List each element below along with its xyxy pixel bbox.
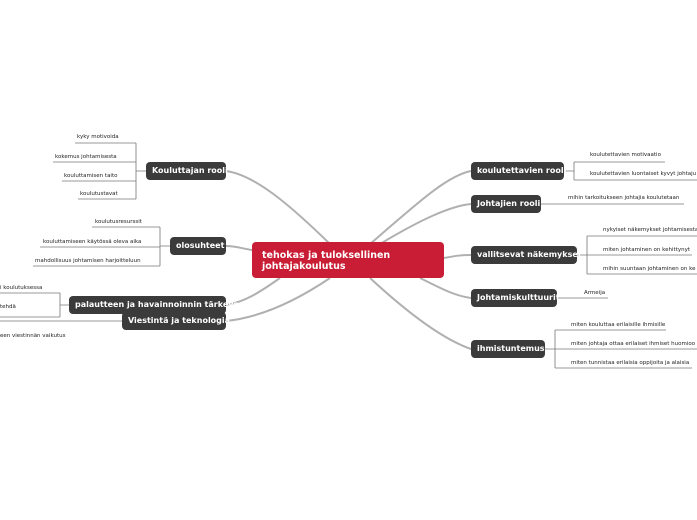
topic-label: Viestintä ja teknologia: [128, 316, 231, 325]
topic-johtamiskulttuurit[interactable]: Johtamiskulttuurit: [471, 289, 560, 307]
link-olosuhteet: [225, 245, 253, 251]
link-vallitsevat: [443, 254, 472, 259]
link-palautteen: [225, 277, 281, 306]
topic-vallitsevat-nakemykset[interactable]: vallitsevat näkemykset: [471, 246, 582, 264]
subtopic-tarkoitus[interactable]: mihin tarkoitukseen johtajia koulutetaan: [568, 195, 680, 201]
link-johtajien-rooli: [379, 203, 472, 245]
subtopic-armeija[interactable]: Armeija: [584, 290, 606, 296]
subtopic-suuntaan[interactable]: mihin suuntaan johtaminen on ke: [603, 266, 696, 272]
topic-label: olosuhteet: [176, 241, 225, 250]
topic-johtajien-rooli[interactable]: Johtajien rooli: [471, 195, 541, 213]
link-koulutettavien-rooli: [369, 170, 472, 245]
subtopic-tehda[interactable]: tehdä: [0, 304, 16, 310]
subtopic-kouluttamisen-taito[interactable]: kouluttamisen taito: [64, 173, 118, 179]
subtopic-koulutusresurssit[interactable]: koulutusresurssit: [95, 219, 142, 225]
link-kouluttajan-rooli: [225, 170, 331, 245]
subtopic-kokemus-johtamisesta[interactable]: kokemus johtamisesta: [55, 154, 117, 160]
topic-palautteen-tarkeys[interactable]: palautteen ja havainnoinnin tärkeys: [69, 296, 238, 314]
subtopic-kehittynyt[interactable]: miten johtaminen on kehittynyt: [603, 247, 691, 253]
link-johtamiskulttuurit: [419, 277, 472, 299]
topic-koulutettavien-rooli[interactable]: koulutettavien rooli: [471, 162, 567, 180]
topic-viestinta-teknologia[interactable]: Viestintä ja teknologia: [122, 312, 230, 330]
link-ihmistuntemus: [369, 277, 472, 350]
topic-kouluttajan-rooli[interactable]: Kouluttajan rooli: [146, 162, 228, 180]
subtopic-luontaiset-kyvyt[interactable]: koulutettavien luontaiset kyvyt johtaju: [590, 171, 697, 177]
topic-olosuhteet[interactable]: olosuhteet: [170, 237, 226, 255]
subtopic-viestinnan-vaikutus[interactable]: een viestinnän vaikutus: [0, 333, 66, 339]
topic-label: Kouluttajan rooli: [152, 166, 228, 175]
topic-label: vallitsevat näkemykset: [477, 250, 582, 259]
topic-ihmistuntemus[interactable]: ihmistuntemus: [471, 340, 545, 358]
topic-label: Johtamiskulttuurit: [477, 293, 560, 302]
subtopic-koulutuksessa[interactable]: i koulutuksessa: [0, 285, 43, 291]
topic-label: Johtajien rooli: [477, 199, 541, 208]
subtopic-tunnistaa-oppijoita[interactable]: miten tunnistaa erilaisia oppijoita ja a…: [571, 360, 690, 366]
subtopic-kouluttamiseen-aika[interactable]: kouluttamiseen käytössä oleva aika: [43, 239, 142, 245]
topic-label: ihmistuntemus: [477, 344, 545, 353]
subtopic-nykyiset-nakemykset[interactable]: nykyiset näkemykset johtamisesta: [603, 227, 697, 233]
central-topic[interactable]: tehokas ja tuloksellinen johtajakoulutus: [252, 242, 444, 278]
topic-label: koulutettavien rooli: [477, 166, 567, 175]
subtopic-kouluttaa-erilaisille[interactable]: miten kouluttaa erilaisille ihmisille: [571, 322, 666, 328]
subtopic-ottaa-huomioon[interactable]: miten johtaja ottaa erilaiset ihmiset hu…: [571, 341, 696, 347]
subtopic-koulutettavien-motivaatio[interactable]: koulutettavien motivaatio: [590, 152, 661, 158]
topic-label: palautteen ja havainnoinnin tärkeys: [75, 300, 239, 309]
subtopic-johtamisen-harjoittelu[interactable]: mahdollisuus johtamisen harjoitteluun: [35, 258, 141, 264]
subtopic-kyky-motivoida[interactable]: kyky motivoida: [77, 134, 119, 140]
central-topic-label: tehokas ja tuloksellinen johtajakoulutus: [262, 250, 391, 272]
link-viestinta: [225, 277, 331, 322]
subtopic-koulutustavat[interactable]: koulutustavat: [80, 191, 118, 197]
